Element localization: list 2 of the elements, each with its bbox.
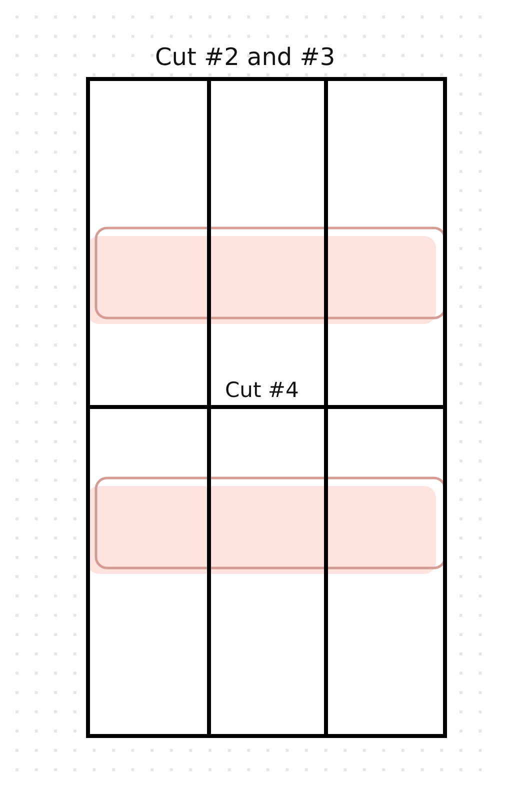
cut-label: Cut #4 <box>225 378 299 402</box>
cut-label: Cut #2 and #3 <box>155 44 336 72</box>
